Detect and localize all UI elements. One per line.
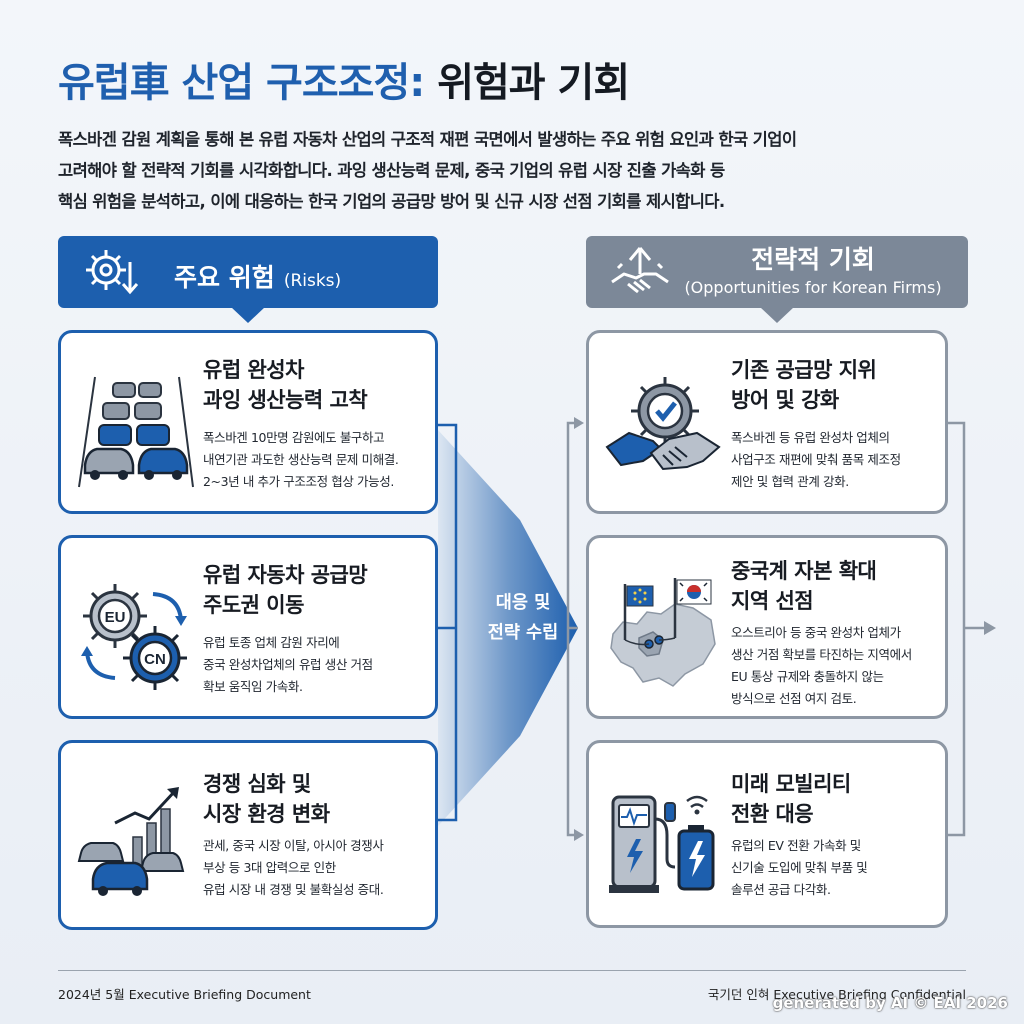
title-line: 전환 대응 xyxy=(731,802,814,826)
desc-line: 유럽의 EV 전환 가속화 및 xyxy=(731,838,861,853)
risk-card-supply-chain-shift: EU CN 유럽 자동차 공급망 주도권 이동 유럽 토종 업체 감원 자리에 … xyxy=(58,535,438,719)
opportunities-header: 전략적 기회 (Opportunities for Korean Firms) xyxy=(586,236,968,323)
cars-rising-chart-icon xyxy=(77,787,185,896)
opportunity-card-region-preemption: 중국계 자본 확대 지역 선점 오스트리아 등 중국 완성차 업체가 생산 거점… xyxy=(586,535,948,719)
opportunity-connector-lines xyxy=(566,421,986,837)
car-traffic-icon xyxy=(78,376,194,488)
handshake-up-arrow-icon xyxy=(611,247,669,294)
gear-label-eu: EU xyxy=(105,609,126,626)
desc-line: 솔루션 공급 다각화. xyxy=(731,882,831,897)
desc-line: 2~3년 내 추가 구조조정 협상 가능성. xyxy=(203,474,394,489)
title-line: 시장 환경 변화 xyxy=(203,802,330,826)
strategy-funnel-arrow xyxy=(438,430,578,826)
gear-handshake-check-icon xyxy=(605,377,721,471)
risk-card-desc: 유럽 토종 업체 감원 자리에 중국 완성차업체의 유럽 생산 거점 확보 움직… xyxy=(203,632,373,698)
page-title: 유럽車 산업 구조조정: 위험과 기회 xyxy=(58,50,630,108)
arrow-heads xyxy=(574,417,996,841)
intro-line: 핵심 위험을 분석하고, 이에 대응하는 한국 기업의 공급망 방어 및 신규 … xyxy=(58,192,725,211)
desc-line: EU 통상 규제와 충돌하지 않는 xyxy=(731,669,884,684)
title-line: 과잉 생산능력 고착 xyxy=(203,388,368,412)
opportunity-card-future-mobility: 미래 모빌리티 전환 대응 유럽의 EV 전환 가속화 및 신기술 도입에 맞춰… xyxy=(586,740,948,928)
intro-paragraph: 폭스바겐 감원 계획을 통해 본 유럽 자동차 산업의 구조적 재편 국면에서 … xyxy=(58,124,988,217)
opportunity-card-desc: 오스트리아 등 중국 완성차 업체가 생산 거점 확보를 타진하는 지역에서 E… xyxy=(731,622,912,710)
title-line: 유럽 자동차 공급망 xyxy=(203,563,368,587)
desc-line: 폭스바겐 10만명 감원에도 불구하고 xyxy=(203,430,385,445)
center-strategy-label: 대응 및 전략 수립 xyxy=(468,588,578,648)
desc-line: 폭스바겐 등 유럽 완성차 업체의 xyxy=(731,430,890,445)
footer-right-text: 국기던 인혀 Executive Briefing Confidential xyxy=(707,987,966,1002)
center-label-line: 대응 및 xyxy=(495,593,551,613)
gear-down-arrow-icon xyxy=(86,250,139,295)
desc-line: 유럽 토종 업체 감원 자리에 xyxy=(203,635,340,650)
desc-line: 오스트리아 등 중국 완성차 업체가 xyxy=(731,625,901,640)
title-line: 유럽 완성차 xyxy=(203,358,304,382)
opportunities-header-subtitle: (Opportunities for Korean Firms) xyxy=(684,278,942,297)
eu-cn-gears-icon: EU CN xyxy=(81,584,187,690)
opportunity-card-desc: 폭스바겐 등 유럽 완성차 업체의 사업구조 재편에 맞춰 품목 제조정 제안 … xyxy=(731,427,901,493)
opportunity-card-title: 기존 공급망 지위 방어 및 강화 xyxy=(731,355,877,415)
opportunity-card-title: 미래 모빌리티 전환 대응 xyxy=(731,769,851,829)
title-line: 지역 선점 xyxy=(731,589,814,613)
title-rest: 위험과 기회 xyxy=(437,60,630,106)
risk-card-overcapacity: 유럽 완성차 과잉 생산능력 고착 폭스바겐 10만명 감원에도 불구하고 내연… xyxy=(58,330,438,514)
desc-line: 내연기관 과도한 생산능력 문제 미해결. xyxy=(203,452,399,467)
footer-left-text: 2024년 5월 Executive Briefing Document xyxy=(58,987,311,1002)
desc-line: 확보 움직임 가속화. xyxy=(203,679,303,694)
intro-line: 고려해야 할 전략적 기회를 시각화합니다. 과잉 생산능력 문제, 중국 기업… xyxy=(58,161,725,180)
ev-charger-battery-icon xyxy=(609,795,715,893)
footer-divider xyxy=(58,970,966,971)
desc-line: 유럽 시장 내 경쟁 및 불확실성 증대. xyxy=(203,882,384,897)
europe-map-flags-icon xyxy=(610,578,716,687)
title-line: 방어 및 강화 xyxy=(731,388,839,412)
opportunity-card-supply-chain-defense: 기존 공급망 지위 방어 및 강화 폭스바겐 등 유럽 완성차 업체의 사업구조… xyxy=(586,330,948,514)
risk-card-desc: 관세, 중국 시장 이탈, 아시아 경쟁사 부상 등 3대 압력으로 인한 유럽… xyxy=(203,835,384,901)
desc-line: 방식으로 선점 여지 검토. xyxy=(731,691,857,706)
risks-header: 주요 위험 (Risks) xyxy=(58,236,438,323)
title-line: 중국계 자본 확대 xyxy=(731,559,877,583)
desc-line: 제안 및 협력 관계 강화. xyxy=(731,474,849,489)
risks-header-subtitle: (Risks) xyxy=(283,271,342,291)
risks-header-title: 주요 위험 xyxy=(174,263,275,292)
desc-line: 중국 완성차업체의 유럽 생산 거점 xyxy=(203,657,373,672)
desc-line: 관세, 중국 시장 이탈, 아시아 경쟁사 xyxy=(203,838,384,853)
title-line: 미래 모빌리티 xyxy=(731,772,851,796)
ai-watermark: generated by AI © EAI 2026 xyxy=(772,994,1008,1012)
opportunities-header-title: 전략적 기회 xyxy=(751,245,875,274)
title-line: 주도권 이동 xyxy=(203,593,304,617)
risk-card-title: 경쟁 심화 및 시장 환경 변화 xyxy=(203,769,330,829)
risk-card-title: 유럽 완성차 과잉 생산능력 고착 xyxy=(203,355,368,415)
risk-card-competition: 경쟁 심화 및 시장 환경 변화 관세, 중국 시장 이탈, 아시아 경쟁사 부… xyxy=(58,740,438,930)
risk-card-title: 유럽 자동차 공급망 주도권 이동 xyxy=(203,560,368,620)
intro-line: 폭스바겐 감원 계획을 통해 본 유럽 자동차 산업의 구조적 재편 국면에서 … xyxy=(58,130,797,149)
gear-label-cn: CN xyxy=(144,651,166,668)
center-label-line: 전략 수립 xyxy=(487,623,559,643)
desc-line: 생산 거점 확보를 타진하는 지역에서 xyxy=(731,647,912,662)
opportunity-card-title: 중국계 자본 확대 지역 선점 xyxy=(731,556,877,616)
title-line: 기존 공급망 지위 xyxy=(731,358,877,382)
opportunity-card-desc: 유럽의 EV 전환 가속화 및 신기술 도입에 맞춰 부품 및 솔루션 공급 다… xyxy=(731,835,868,901)
desc-line: 부상 등 3대 압력으로 인한 xyxy=(203,860,336,875)
desc-line: 사업구조 재편에 맞춰 품목 제조정 xyxy=(731,452,901,467)
title-highlight: 유럽車 산업 구조조정: xyxy=(58,60,425,106)
risk-connector-lines xyxy=(438,423,458,822)
risk-card-desc: 폭스바겐 10만명 감원에도 불구하고 내연기관 과도한 생산능력 문제 미해결… xyxy=(203,427,399,493)
desc-line: 신기술 도입에 맞춰 부품 및 xyxy=(731,860,868,875)
title-line: 경쟁 심화 및 xyxy=(203,772,311,796)
